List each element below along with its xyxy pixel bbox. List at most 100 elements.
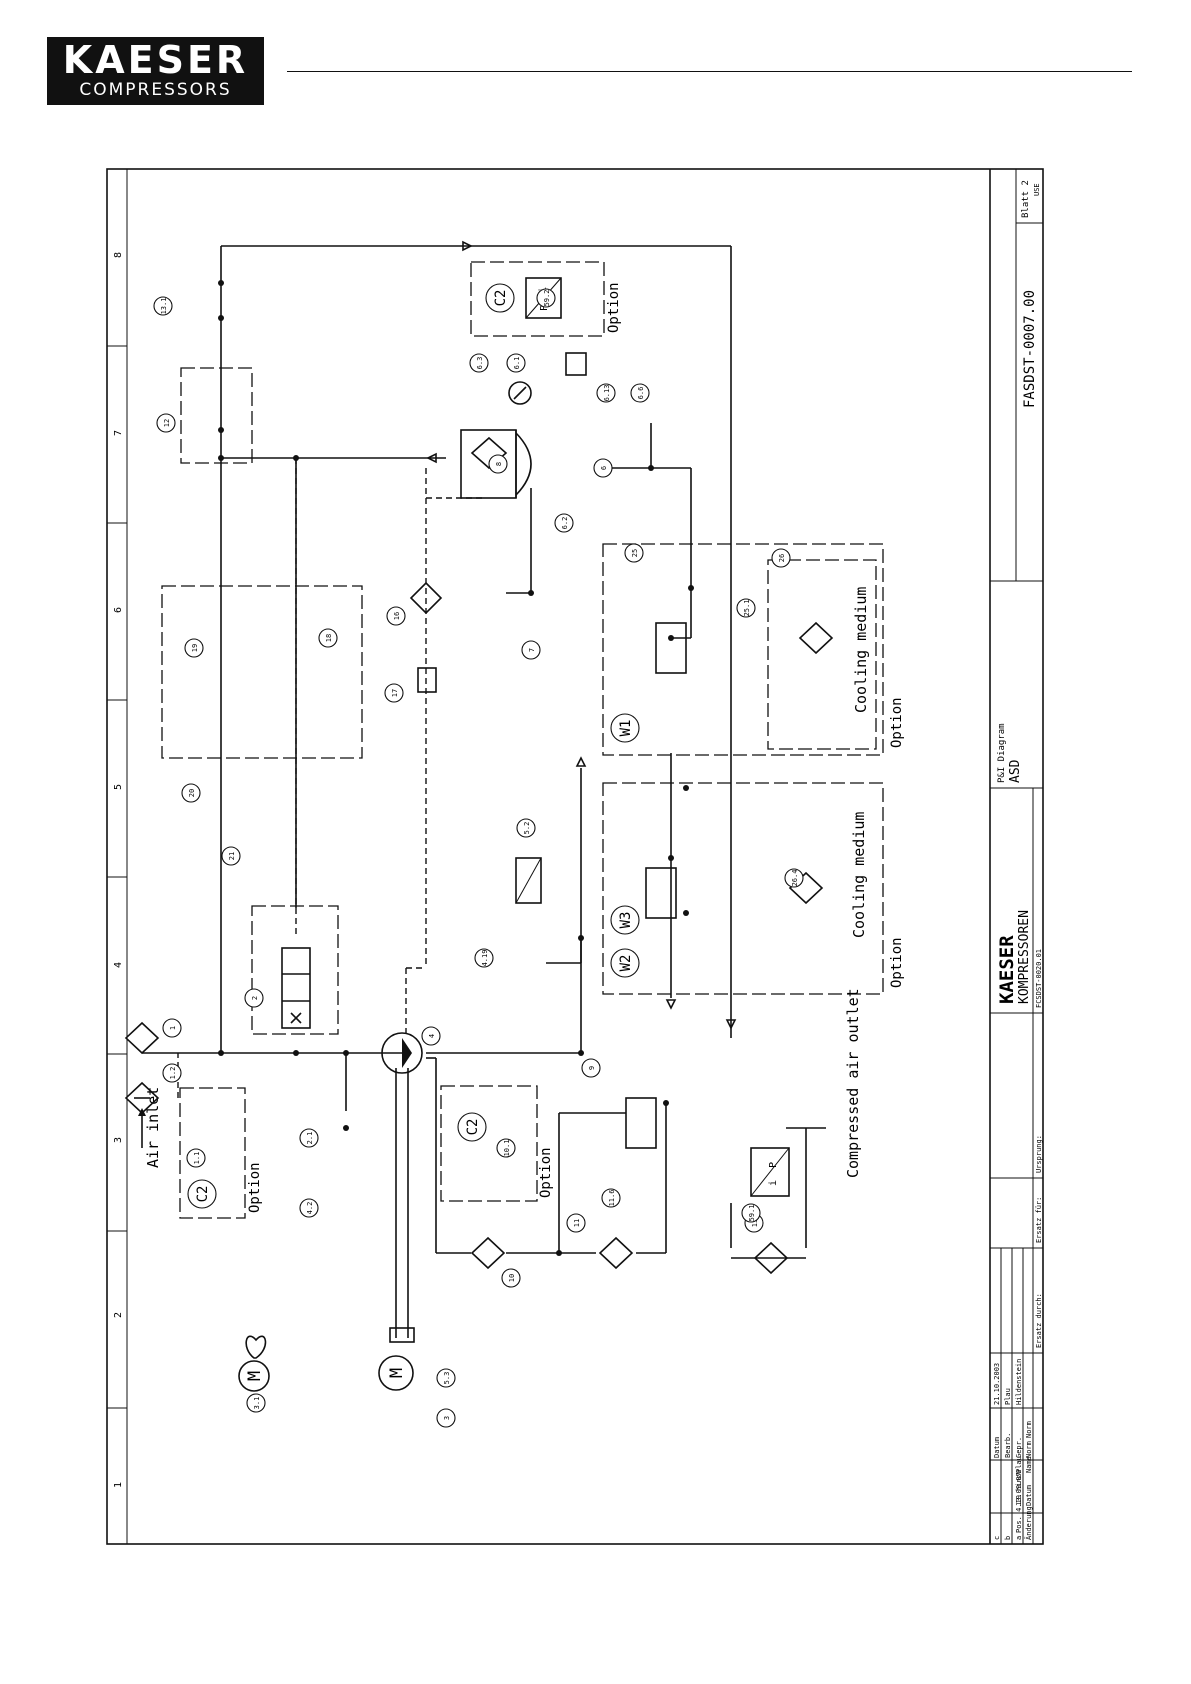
component-label-2-1: 2.1 — [306, 1132, 314, 1145]
option-c2-oil-circle — [457, 1112, 487, 1142]
option-label-w1: Option — [889, 697, 905, 748]
bearb-label: Bearb. — [1004, 1433, 1012, 1458]
revision-a-name: Plau — [1015, 1456, 1023, 1473]
component-label-26-4: 26.4 — [791, 870, 799, 887]
component-label-3-1: 3.1 — [253, 1397, 261, 1410]
replaced-by: Ersatz durch: — [1035, 1293, 1043, 1348]
fine-separator-16 — [409, 581, 443, 615]
pressure-transducer-59-1 — [750, 1147, 790, 1197]
diagram-model: ASD — [1008, 759, 1023, 783]
component-bubble-4-19 — [474, 948, 494, 968]
logo-line2: COMPRESSORS — [79, 80, 232, 100]
option-label-w2w3: Option — [889, 937, 905, 988]
thermo-valve-w1 — [655, 622, 687, 674]
component-label-11-6: 11.6 — [608, 1190, 616, 1207]
component-bubble-17 — [384, 683, 404, 703]
origin-label: Ursprung: — [1035, 1135, 1043, 1173]
fan-motor-label: M — [245, 1371, 265, 1381]
component-label-25: 25 — [631, 549, 639, 557]
component-bubble-4-2 — [299, 1198, 319, 1218]
temperature-switch-5-2 — [515, 857, 542, 904]
component-label-3: 3 — [443, 1416, 451, 1420]
revision-b: b — [1004, 1536, 1012, 1540]
orifice-17 — [417, 667, 437, 693]
component-label-6-1: 6.1 — [513, 357, 521, 370]
component-bubble-1-1 — [186, 1148, 206, 1168]
fan-motor — [238, 1360, 270, 1392]
revision-footer-name: Name — [1025, 1456, 1033, 1473]
grid-number-7: 7 — [113, 430, 124, 436]
option-c2-pressure-text: C2 — [493, 290, 509, 307]
component-bubble-10 — [501, 1268, 521, 1288]
transducer-59-2-p: P — [539, 305, 550, 311]
component-label-13-1: 13.1 — [160, 298, 168, 315]
coupling — [389, 1327, 415, 1343]
grid-number-2: 2 — [113, 1312, 124, 1318]
option-c2-inlet-circle — [187, 1179, 217, 1209]
company-name-line1: KAESER — [996, 935, 1018, 1004]
component-bubble-9 — [581, 1058, 601, 1078]
option-label-c2-inlet: Option — [247, 1162, 263, 1213]
option-w1-text: W1 — [618, 720, 634, 737]
component-bubble-11-6 — [601, 1188, 621, 1208]
component-label-4-2: 4.2 — [306, 1202, 314, 1215]
component-label-1-1: 1.1 — [193, 1152, 201, 1165]
grid-ticks — [107, 345, 127, 1409]
transducer-59-1-p: P — [768, 1162, 779, 1168]
gepr-label: Gepr. — [1015, 1437, 1023, 1458]
component-bubble-6-13 — [596, 383, 616, 403]
sheet-frame — [106, 168, 1044, 1545]
component-label-8: 8 — [495, 462, 503, 466]
component-bubble-2 — [244, 988, 264, 1008]
component-label-18: 18 — [325, 634, 333, 642]
component-label-1: 1 — [169, 1026, 177, 1030]
component-label-21: 21 — [228, 852, 236, 860]
component-label-59-1: 59.1 — [748, 1205, 756, 1222]
component-label-10: 10 — [508, 1274, 516, 1282]
component-label-20: 20 — [188, 789, 196, 797]
component-label-59-2: 59.2 — [543, 290, 551, 307]
thermo-valve-9 — [625, 1097, 657, 1149]
option-label-c2-oil: Option — [538, 1147, 554, 1198]
component-bubble-6-1 — [506, 353, 526, 373]
grid-number-5: 5 — [113, 784, 124, 790]
compressed-air-outlet-label: Compressed air outlet — [844, 988, 862, 1178]
option-boxes — [161, 261, 884, 1219]
component-label-6-13: 6.13 — [603, 385, 611, 402]
component-bubble-19 — [184, 638, 204, 658]
component-label-16: 16 — [393, 612, 401, 620]
aftercooler-13 — [753, 1241, 789, 1275]
component-label-26: 26 — [778, 554, 786, 562]
datum-label: Datum — [993, 1437, 1001, 1458]
component-label-1-2: 1.2 — [169, 1067, 177, 1080]
pid-diagram-sheet: 1 2 3 4 5 6 7 8 FASDST-0007.00 Blatt 2 U… — [106, 168, 1044, 1545]
revision-footer-aenderung: Änderung — [1024, 1506, 1033, 1540]
option-c2-inlet-text: C2 — [195, 1186, 211, 1203]
option-w1-circle — [610, 713, 640, 743]
component-bubble-18 — [318, 628, 338, 648]
revision-a: a — [1015, 1536, 1023, 1540]
component-label-11: 11 — [573, 1219, 581, 1227]
option-w2-circle — [610, 948, 640, 978]
compressor-airend — [381, 1032, 423, 1074]
component-label-9: 9 — [588, 1066, 596, 1070]
replacement-for: Ersatz für: — [1035, 1197, 1043, 1243]
component-bubble-12 — [156, 413, 176, 433]
component-bubble-5-2 — [516, 818, 536, 838]
control-lines — [177, 458, 486, 1098]
component-bubble-10-1 — [496, 1138, 516, 1158]
drive-motor-label: M — [387, 1368, 407, 1378]
component-bubble-11 — [566, 1213, 586, 1233]
component-label-6: 6 — [600, 466, 608, 470]
option-w3-circle — [610, 905, 640, 935]
cooling-medium-w1: Cooling medium — [852, 587, 870, 713]
component-bubble-6-2 — [554, 513, 574, 533]
air-inlet-label: Air inlet — [144, 1087, 162, 1168]
component-bubble-7 — [521, 640, 541, 660]
component-label-5-2: 5.2 — [523, 822, 531, 835]
separator-tank-symbol — [460, 429, 532, 499]
option-w2-text: W2 — [618, 955, 634, 972]
main-piping — [138, 240, 826, 1338]
heat-exchanger-26-w1 — [798, 621, 834, 655]
component-label-4: 4 — [428, 1034, 436, 1038]
